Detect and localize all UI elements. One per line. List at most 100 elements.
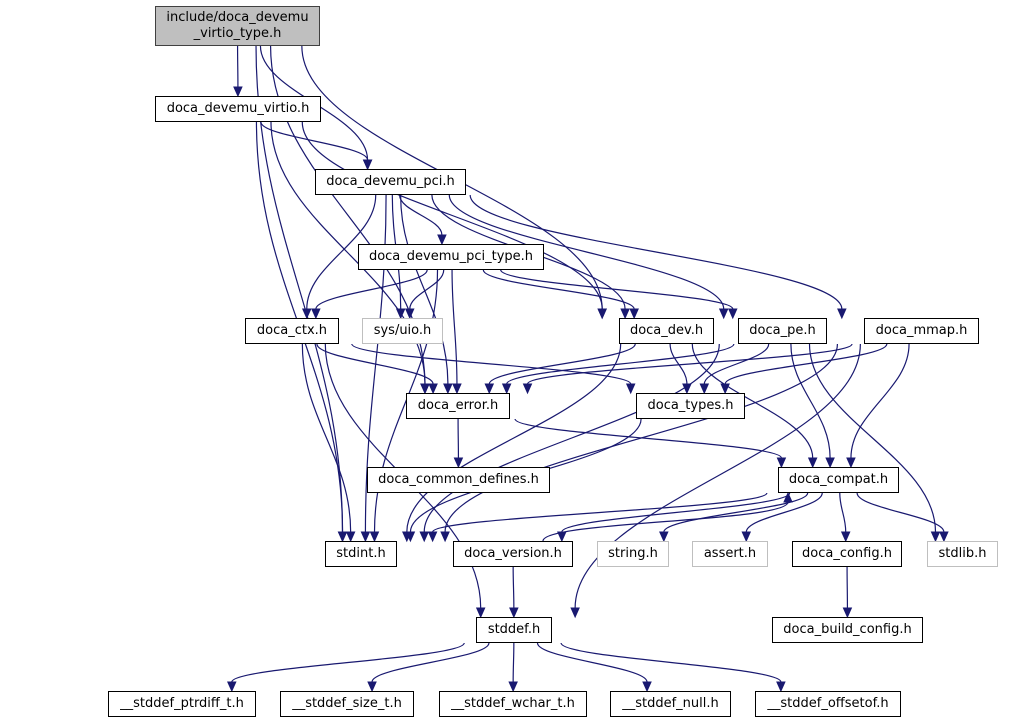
arrowhead-dev-to-compat: [807, 457, 818, 469]
arrowhead-pe-to-types: [699, 383, 710, 395]
arrowhead-mmap-to-stddef: [570, 607, 580, 619]
edge-compat-to-stdint: [432, 492, 768, 533]
node-sys-uio: sys/uio.h: [362, 318, 443, 344]
node-stddef-ptrdiff[interactable]: __stddef_ptrdiff_t.h: [108, 691, 256, 717]
arrowhead-compat-to-assert: [741, 531, 752, 543]
arrowhead-compat-to-string: [659, 531, 669, 543]
arrowhead-stddef-to-null: [642, 681, 652, 693]
node-doca-error[interactable]: doca_error.h: [406, 393, 510, 419]
arrowhead-devemu_pci_type-to-stdint: [369, 531, 380, 543]
arrowhead-devemu_pci_type-to-sysuio: [405, 308, 415, 320]
node-doca-version[interactable]: doca_version.h: [453, 541, 573, 567]
arrowhead-devemu_pci_type-to-dev: [629, 308, 639, 320]
node-doca-build-config[interactable]: doca_build_config.h: [772, 617, 923, 643]
edge-dev-to-stdint: [406, 343, 622, 533]
arrowhead-mmap-to-compat: [846, 457, 856, 469]
edge-devemu_pci-to-devemu_pci_type: [398, 194, 443, 236]
arrowhead-root-to-devemu_virtio: [233, 86, 243, 98]
edge-version-to-stddef: [512, 566, 515, 609]
edge-devemu_pci-to-pe: [448, 194, 725, 310]
edge-stddef-to-ptrdiff: [231, 642, 465, 683]
node-doca-common-defines[interactable]: doca_common_defines.h: [367, 467, 550, 493]
edge-devemu_pci-to-mmap: [469, 194, 843, 310]
edge-mmap-to-types: [724, 343, 888, 385]
arrowhead-ctx-to-types: [625, 383, 636, 395]
arrowhead-pe-to-compat: [825, 457, 835, 469]
arrowhead-mmap-to-error: [522, 383, 533, 395]
arrowhead-devemu_pci-to-pe: [718, 308, 729, 320]
arrowhead-compat-to-stdlib: [939, 531, 949, 543]
node-doca-mmap[interactable]: doca_mmap.h: [864, 318, 979, 344]
node-doca-compat[interactable]: doca_compat.h: [778, 467, 899, 493]
edge-devemu_pci-to-ctx: [306, 194, 377, 310]
node-stddef-size-t[interactable]: __stddef_size_t.h: [280, 691, 414, 717]
node-doca-devemu-pci[interactable]: doca_devemu_pci.h: [315, 169, 466, 195]
node-stddef-offsetof[interactable]: __stddef_offsetof.h: [755, 691, 901, 717]
arrowhead-ctx-to-stdint: [345, 531, 356, 543]
node-doca-ctx[interactable]: doca_ctx.h: [245, 318, 339, 344]
edge-dev-to-compat: [691, 343, 814, 459]
node-stdlib: stdlib.h: [927, 541, 998, 567]
arrowhead-pe-to-error: [501, 383, 512, 395]
arrowhead-stddef-to-wchar: [508, 681, 518, 693]
arrowhead-pe-to-stdint: [419, 531, 429, 543]
edge-pe-to-types: [703, 343, 770, 385]
edge-devemu_virtio-to-dev: [301, 121, 603, 310]
arrowhead-types-to-stdint: [405, 531, 416, 543]
edge-mmap-to-stddef: [574, 343, 861, 609]
arrowhead-stddef-to-offsetof: [776, 681, 786, 693]
arrowhead-devemu_pci-to-stdint: [360, 531, 371, 543]
edge-stddef-to-offsetof: [560, 642, 782, 683]
edge-devemu_virtio-to-error: [270, 121, 426, 385]
arrowhead-error-to-compat: [776, 457, 787, 469]
arrowhead-devemu_pci-to-mmap: [837, 308, 847, 320]
node-root-file: include/doca_devemu _virtio_type.h: [155, 6, 320, 46]
arrowhead-ctx-to-error: [428, 383, 438, 395]
arrowhead-devemu_pci-to-ctx: [302, 308, 312, 320]
arrowhead-devemu_virtio-to-dev: [597, 308, 607, 320]
arrowhead-ctx-to-stddef: [475, 607, 486, 619]
edge-pe-to-stdint: [423, 343, 720, 533]
arrowhead-devemu_pci-to-sysuio: [395, 308, 406, 320]
node-stddef[interactable]: stddef.h: [476, 617, 552, 643]
edge-compat-to-string: [663, 492, 809, 533]
arrowhead-devemu_virtio-to-stdint: [337, 531, 348, 543]
arrowhead-mmap-to-types: [720, 383, 730, 395]
node-stddef-null[interactable]: __stddef_null.h: [610, 691, 731, 717]
node-doca-pe[interactable]: doca_pe.h: [738, 318, 827, 344]
node-doca-dev[interactable]: doca_dev.h: [619, 318, 714, 344]
arrowhead-error-to-common_defines: [453, 457, 464, 469]
edge-mmap-to-compat: [850, 343, 910, 459]
arrowhead-devemu_pci_type-to-error: [452, 383, 462, 395]
edge-dev-to-types: [669, 343, 688, 385]
arrowhead-devemu_virtio-to-error: [420, 383, 430, 395]
edge-pe-to-error: [506, 343, 735, 385]
edge-pe-to-compat: [790, 343, 831, 459]
edge-devemu_pci_type-to-pe: [500, 269, 734, 310]
edge-devemu_pci_type-to-sysuio: [409, 269, 445, 310]
arrowhead-compat-to-stdint: [427, 531, 438, 543]
arrowhead-version-to-stddef: [509, 607, 519, 619]
edge-error-to-compat: [514, 418, 783, 459]
arrowhead-devemu_pci-to-devemu_pci_type: [437, 234, 447, 246]
node-doca-devemu-pci-type[interactable]: doca_devemu_pci_type.h: [358, 244, 544, 270]
edge-compat-to-config: [839, 492, 847, 533]
arrowhead-config-to-build_config: [842, 607, 853, 619]
edge-ctx-to-stdint: [301, 343, 352, 533]
arrowhead-devemu_pci-to-dev: [620, 308, 630, 320]
arrowhead-mmap-to-stdint: [440, 531, 450, 543]
edge-devemu_pci-to-error: [400, 194, 449, 385]
node-stdint[interactable]: stdint.h: [325, 541, 397, 567]
edge-stddef-to-size_t: [371, 642, 490, 683]
edge-devemu_virtio-to-devemu_pci: [260, 121, 369, 161]
edge-devemu_pci_type-to-ctx: [315, 269, 428, 310]
edge-devemu_pci_type-to-error: [451, 269, 458, 385]
node-doca-types[interactable]: doca_types.h: [636, 393, 745, 419]
node-string: string.h: [597, 541, 669, 567]
arrowhead-pe-to-stdlib: [930, 531, 941, 543]
arrowhead-stddef-to-ptrdiff: [227, 681, 237, 693]
arrowhead-devemu_pci_type-to-pe: [728, 308, 738, 320]
node-stddef-wchar-t[interactable]: __stddef_wchar_t.h: [439, 691, 587, 717]
node-doca-config[interactable]: doca_config.h: [792, 541, 902, 567]
node-doca-devemu-virtio[interactable]: doca_devemu_virtio.h: [155, 96, 321, 122]
